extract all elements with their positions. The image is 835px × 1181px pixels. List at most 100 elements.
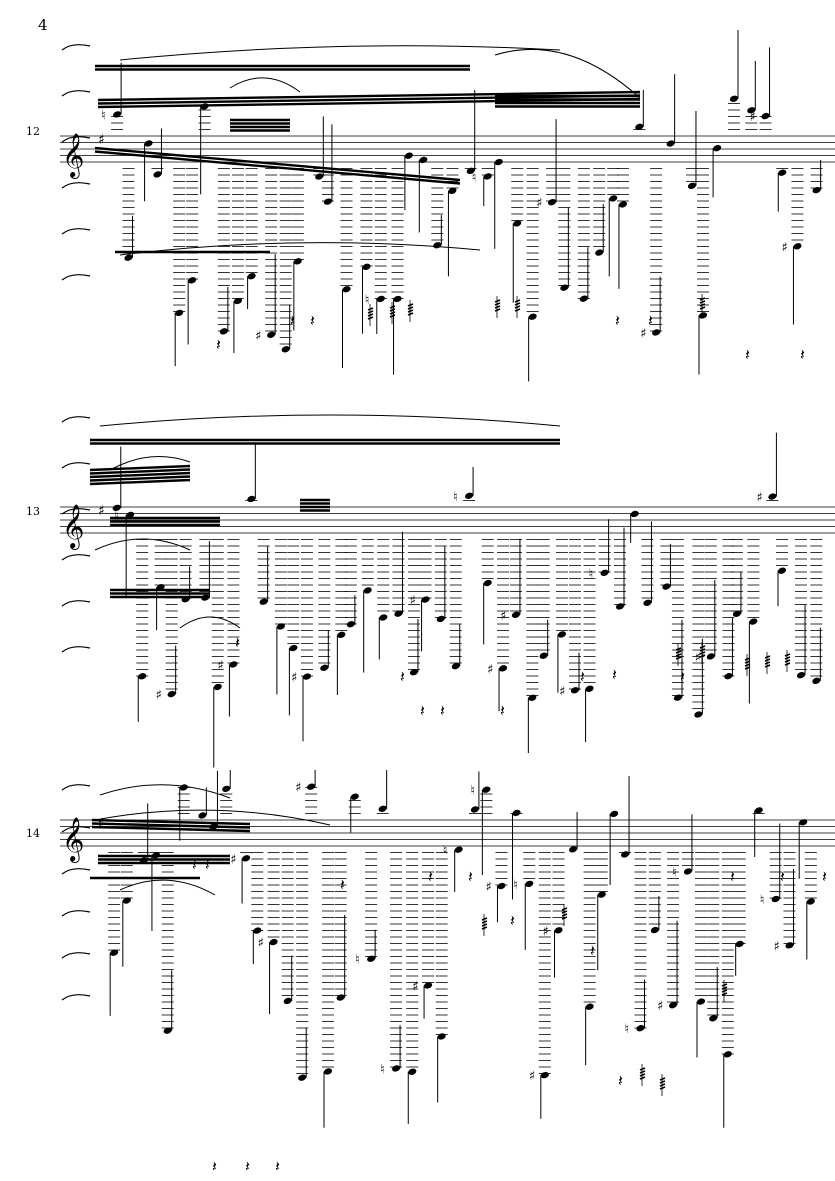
notehead xyxy=(179,784,188,791)
notehead xyxy=(470,806,479,813)
notehead xyxy=(423,982,433,989)
tie-curve xyxy=(61,784,91,791)
treble-clef-icon: 𝄞 xyxy=(62,133,84,179)
notehead xyxy=(323,198,333,205)
tremolo-stroke xyxy=(744,663,751,667)
slur-curve xyxy=(94,809,331,826)
tremolo-stroke xyxy=(699,306,706,310)
tremolo-stroke xyxy=(699,303,706,307)
notehead xyxy=(683,868,693,875)
notehead xyxy=(771,895,780,903)
notehead xyxy=(229,661,238,668)
notehead xyxy=(454,846,463,853)
notehead xyxy=(585,685,594,692)
notehead xyxy=(437,1033,446,1040)
natural-icon: ♮ xyxy=(589,567,594,582)
quarter-rest-icon: 𝄽 xyxy=(580,667,585,686)
quarter-rest-icon: 𝄽 xyxy=(290,311,295,330)
notehead xyxy=(126,511,135,519)
notehead xyxy=(233,297,242,305)
notehead xyxy=(635,123,644,130)
notehead xyxy=(391,1065,401,1072)
tremolo-stroke xyxy=(494,308,501,312)
tremolo-stroke xyxy=(784,653,791,657)
notehead xyxy=(253,927,262,934)
notehead xyxy=(698,312,708,319)
notehead xyxy=(378,805,387,812)
quarter-rest-icon: 𝄽 xyxy=(745,345,750,364)
notehead xyxy=(482,786,491,793)
notehead xyxy=(666,140,675,147)
notehead xyxy=(367,955,376,962)
notehead xyxy=(242,855,251,862)
tremolo-stroke xyxy=(407,303,414,307)
tremolo-stroke xyxy=(639,1076,646,1080)
sharp-icon: ♯ xyxy=(230,852,236,867)
staff-system-3: 𝄞♯♯♯♯♮♮♯♮♮♯♮♯♯♮♯♮♮♯𝄽𝄽𝄽𝄽𝄽𝄽𝄽𝄽𝄽𝄽𝄽𝄽𝄽𝄽 xyxy=(60,770,835,1170)
tremolo-stroke xyxy=(561,916,568,920)
notehead xyxy=(122,897,131,904)
notehead xyxy=(600,569,609,576)
tie-curve xyxy=(61,600,91,607)
quarter-rest-icon: 𝄽 xyxy=(275,1157,280,1170)
tie-curve xyxy=(61,416,91,423)
quarter-rest-icon: 𝄽 xyxy=(192,855,197,874)
tremolo-stroke xyxy=(367,307,374,311)
notehead xyxy=(729,95,739,102)
quarter-rest-icon: 𝄽 xyxy=(400,667,405,686)
sharp-icon: ♯ xyxy=(559,684,565,699)
tremolo-stroke xyxy=(514,305,521,309)
notehead xyxy=(144,140,153,147)
notehead xyxy=(433,242,442,249)
sharp-icon: ♯ xyxy=(156,688,162,703)
notehead xyxy=(153,171,162,178)
notehead xyxy=(540,1071,549,1079)
notehead xyxy=(785,942,794,949)
notehead xyxy=(777,567,787,574)
notehead xyxy=(409,669,419,676)
tremolo-stroke xyxy=(675,647,682,651)
notehead xyxy=(498,665,508,672)
notehead xyxy=(219,328,228,335)
notehead xyxy=(668,1002,678,1009)
notehead xyxy=(570,687,580,694)
tremolo-stroke xyxy=(784,656,791,660)
sharp-icon: ♯ xyxy=(536,196,542,211)
notehead xyxy=(163,1027,172,1034)
key-signature-sharp-icon: ♯ xyxy=(98,503,105,519)
slur-curve xyxy=(494,48,641,99)
notehead xyxy=(732,610,742,617)
notehead xyxy=(696,998,706,1005)
notehead xyxy=(812,677,821,685)
tremolo-stroke xyxy=(721,992,728,996)
notehead xyxy=(687,182,697,189)
slur-curve xyxy=(229,77,301,93)
sharp-icon: ♯ xyxy=(781,240,787,255)
quarter-rest-icon: 𝄽 xyxy=(468,867,473,886)
quarter-rest-icon: 𝄽 xyxy=(212,1157,217,1170)
tremolo-stroke xyxy=(744,657,751,661)
natural-icon: ♮ xyxy=(380,1062,385,1077)
tremolo-stroke xyxy=(764,661,771,665)
slur-curve xyxy=(179,616,241,629)
beam xyxy=(89,478,191,486)
slur-curve xyxy=(99,784,231,799)
tremolo-stroke xyxy=(561,913,568,917)
notehead xyxy=(557,631,567,638)
tie-curve xyxy=(61,228,91,235)
tremolo-stroke xyxy=(367,313,374,317)
tremolo-stroke xyxy=(514,299,521,303)
tremolo-stroke xyxy=(639,1067,646,1071)
quarter-rest-icon: 𝄽 xyxy=(612,665,617,684)
notehead xyxy=(713,145,722,152)
notehead xyxy=(175,309,184,317)
notehead xyxy=(620,851,630,858)
tremolo-stroke xyxy=(784,662,791,666)
natural-icon: ♮ xyxy=(472,170,477,185)
sharp-icon: ♯ xyxy=(543,924,549,939)
notehead xyxy=(419,156,428,164)
notehead xyxy=(735,940,744,948)
beam xyxy=(91,822,251,829)
tremolo-stroke xyxy=(721,989,728,993)
page-number: 4 xyxy=(38,16,48,34)
